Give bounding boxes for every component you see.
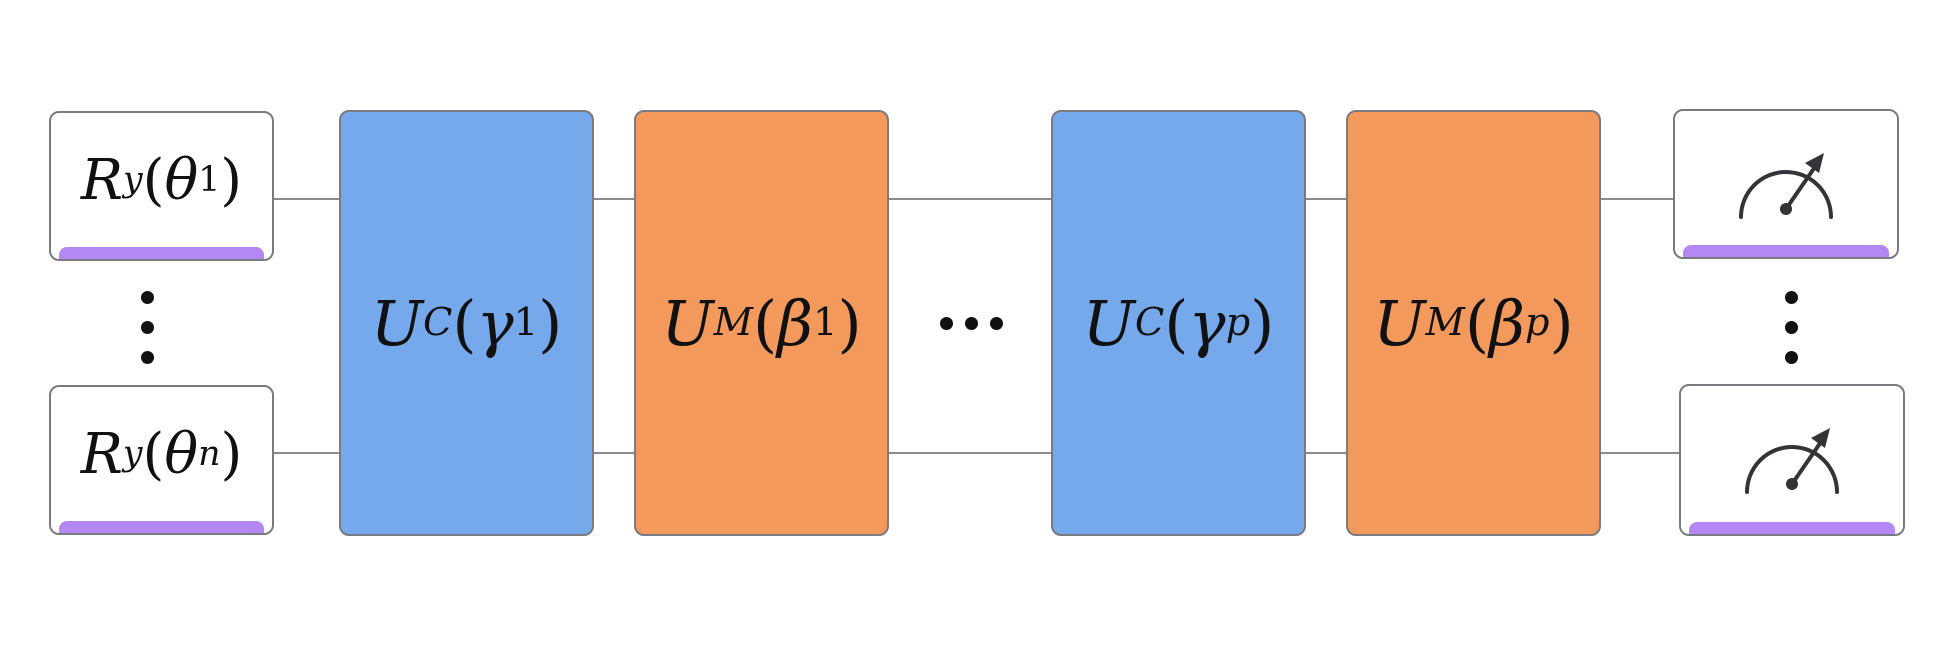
qubit-ellipsis-right [1785,291,1799,381]
wire-bottom-segment [888,452,1052,454]
accent-bar [59,521,264,533]
accent-bar [59,247,264,259]
wire-top-segment [593,198,635,200]
wire-top-segment [1305,198,1347,200]
meter-icon [1745,428,1839,494]
wire-bottom-segment [1305,452,1347,454]
wire-top-segment [888,198,1052,200]
measurement-gate-first [1673,109,1899,259]
wire-bottom-segment [274,452,340,454]
wire-bottom-segment [1600,452,1680,454]
meter-icon [1739,153,1833,219]
wire-bottom-segment [593,452,635,454]
measurement-gate-last [1679,384,1905,536]
layer-ellipsis [940,317,1003,330]
accent-bar [1683,245,1889,257]
wire-top-segment [274,198,340,200]
qubit-ellipsis-left [141,291,155,381]
accent-bar [1689,522,1895,534]
wire-top-segment [1600,198,1674,200]
